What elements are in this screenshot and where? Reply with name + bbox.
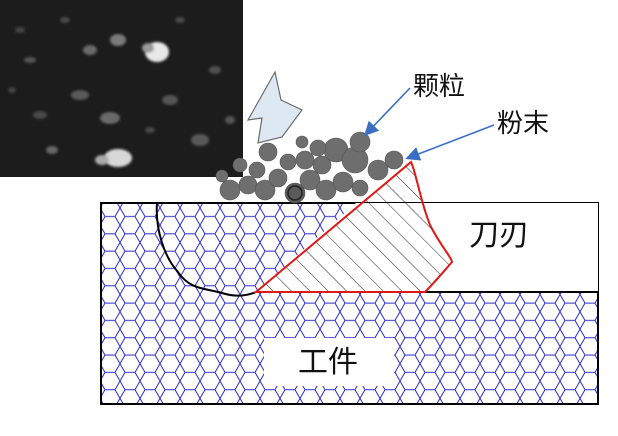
chip-flow-arrow-icon [246,70,303,144]
particle-cluster [215,131,404,204]
deformation-boundary [155,202,257,297]
powder-label: 粉末 [497,109,549,139]
sem-micrograph [0,0,243,177]
workpiece-label-bg [264,338,394,386]
cutting-tool [253,160,454,293]
powder-pointer-icon [405,124,495,161]
tool-edge-label: 刀刃 [469,218,529,253]
particles-label: 颗粒 [413,72,465,102]
workpiece-label: 工件 [298,345,358,380]
particles-pointer-icon [364,87,411,137]
